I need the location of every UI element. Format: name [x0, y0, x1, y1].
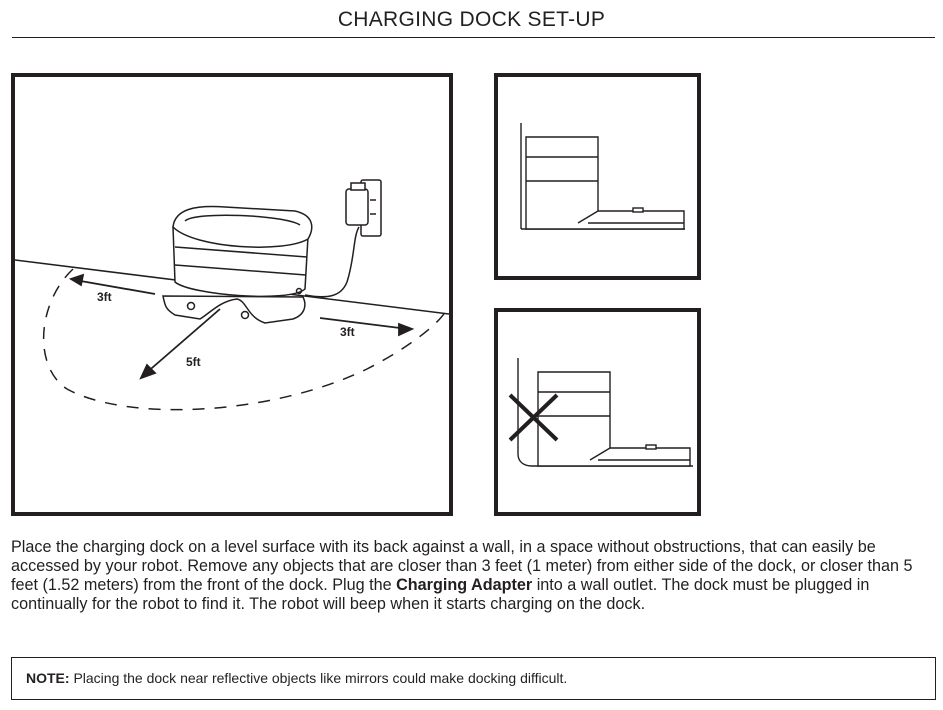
- dock-side-view: [525, 136, 685, 230]
- wall-line: [517, 358, 693, 467]
- power-cable: [304, 226, 360, 298]
- note-box: NOTE: Placing the dock near reflective o…: [11, 657, 936, 700]
- setup-instructions: Place the charging dock on a level surfa…: [11, 538, 936, 614]
- front-distance-label: 5ft: [186, 355, 201, 369]
- dock-placement-illustration: 3ft 3ft 5ft: [11, 73, 453, 516]
- instructions-text-start: Place the charging dock on a level surfa…: [11, 538, 913, 594]
- correct-placement-illustration: [494, 73, 701, 280]
- right-distance-label: 3ft: [340, 325, 355, 339]
- dock-contact-left: [186, 301, 196, 311]
- incorrect-placement-illustration: [494, 308, 701, 516]
- charging-adapter-term: Charging Adapter: [396, 576, 533, 594]
- dock-base: [162, 295, 306, 324]
- right-distance-arrow: [319, 317, 415, 337]
- left-distance-label: 3ft: [97, 290, 112, 304]
- note-text: Placing the dock near reflective objects…: [69, 670, 568, 686]
- incorrect-x-icon: [508, 393, 559, 442]
- dock-contact-right: [240, 310, 250, 320]
- dock-side-view: [537, 371, 691, 467]
- note-label: NOTE:: [26, 670, 70, 686]
- charging-adapter: [345, 188, 369, 226]
- title-divider: [12, 37, 935, 38]
- clearance-boundary: [42, 268, 448, 411]
- left-distance-arrow: [68, 273, 156, 295]
- page-title: CHARGING DOCK SET-UP: [337, 8, 606, 31]
- instructions-text-end: into a wall outlet. The dock must be plu…: [11, 576, 870, 613]
- front-distance-arrow: [139, 308, 221, 380]
